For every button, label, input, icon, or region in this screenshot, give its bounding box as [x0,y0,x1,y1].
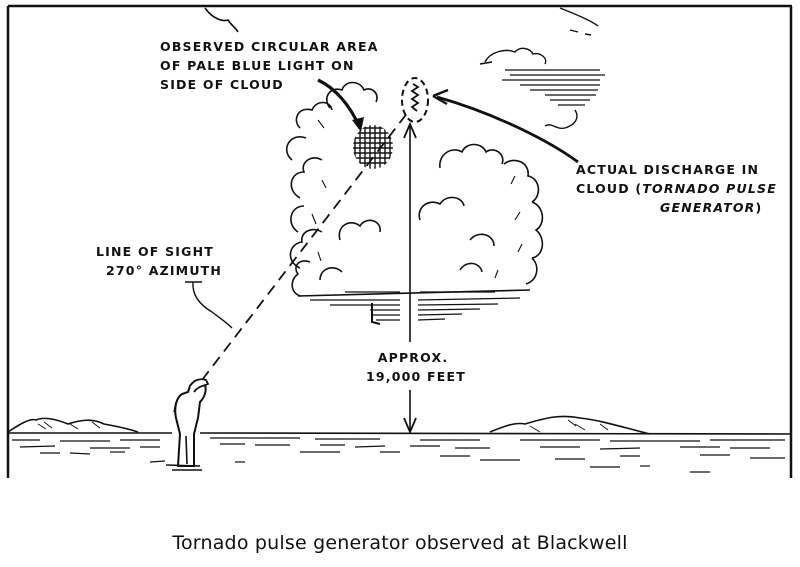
ground-texture [12,437,785,473]
observer-figure [165,378,210,471]
label-text: ) [755,200,763,215]
observed-area-label: OBSERVED CIRCULAR AREA OF PALE BLUE LIGH… [160,37,379,94]
label-line: ACTUAL DISCHARGE IN [576,162,760,177]
line-of-sight [201,111,409,381]
line-of-sight-pointer [185,281,233,329]
discharge-arrow [436,95,579,164]
label-line: 270° AZIMUTH [106,263,223,278]
label-text-italic: TORNADO PULSE [642,181,777,196]
label-line: 19,000 FEET [366,369,466,384]
horizon [7,415,792,435]
label-line: SIDE OF CLOUD [160,77,284,92]
frame-border [6,4,793,478]
cloud-wisp [204,7,239,33]
label-line: OF PALE BLUE LIGHT ON [160,58,355,73]
label-line: GENERATOR) [576,198,777,217]
anvil-cloud [479,7,605,130]
actual-discharge-label: ACTUAL DISCHARGE IN CLOUD (TORNADO PULSE… [576,160,777,217]
label-line: APPROX. [377,350,449,365]
observed-light-area [353,125,393,169]
figure-caption: Tornado pulse generator observed at Blac… [172,532,628,554]
label-line: OBSERVED CIRCULAR AREA [160,39,379,54]
altitude-label: APPROX. 19,000 FEET [366,348,465,386]
discharge-marker [401,77,429,123]
label-line: CLOUD (TORNADO PULSE [576,179,777,198]
lightning-zigzag-icon [410,83,420,112]
altitude-arrow [403,121,417,435]
line-of-sight-label: LINE OF SIGHT 270° AZIMUTH [96,242,222,280]
label-line: LINE OF SIGHT [96,244,214,259]
label-text-italic: GENERATOR [660,200,756,215]
storm-cloud [286,81,544,325]
label-text: CLOUD ( [576,181,643,196]
